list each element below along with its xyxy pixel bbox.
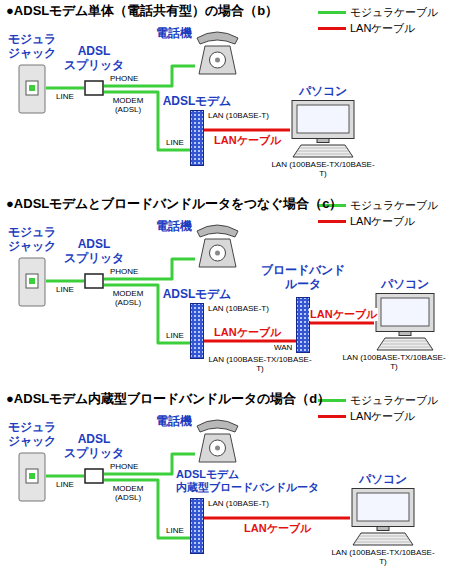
device-icon — [18, 257, 46, 307]
device: モジュラ ジャック — [18, 257, 46, 307]
legend-text: LANケーブル — [350, 22, 415, 35]
port-label: PHONE — [110, 462, 138, 471]
port-label: LAN (10BASE-T) — [208, 111, 269, 120]
device-icon — [374, 293, 436, 351]
legend-swatch — [318, 415, 346, 418]
port-label: LAN (100BASE-TX/10BASE-T) — [208, 355, 312, 373]
cable-label: LANケーブル — [309, 308, 378, 321]
device-icon — [296, 297, 310, 353]
device-name: パソコン — [286, 84, 360, 98]
device-name: モジュラ ジャック — [6, 420, 58, 448]
device: ADSLモデム — [190, 110, 204, 166]
port-label: WAN — [274, 343, 292, 352]
lan-cable — [204, 129, 290, 132]
port-label: MODEM (ADSL) — [110, 484, 146, 502]
port-label: LAN (10BASE-T) — [208, 304, 269, 313]
device: ADSL スプリッタ — [84, 273, 104, 289]
device-name: ブロードバンド ルータ — [254, 263, 352, 291]
device: モジュラ ジャック — [18, 452, 46, 502]
port-label: MODEM (ADSL) — [110, 96, 146, 114]
device: ADSL スプリッタ — [84, 80, 104, 96]
port-label: LINE — [56, 92, 74, 101]
port-label: PHONE — [110, 267, 138, 276]
port-label: LAN (10BASE-T) — [208, 499, 269, 508]
device-name: ADSLモデム 内蔵型ブロードバンドルータ — [176, 468, 326, 494]
device-icon — [190, 303, 204, 359]
device: パソコン — [350, 488, 416, 546]
legend-text: モジュラケーブル — [350, 6, 438, 19]
device-name: モジュラ ジャック — [6, 32, 58, 60]
lan-cable — [310, 322, 374, 325]
device: ADSLモデム 内蔵型ブロードバンドルータ — [190, 498, 204, 554]
legend-text: モジュラケーブル — [350, 199, 438, 212]
device-name: パソコン — [346, 472, 420, 486]
modular-cable — [46, 87, 84, 90]
device-icon — [84, 468, 104, 484]
port-label: LAN (100BASE-TX/10BASE-T) — [342, 353, 446, 371]
port-label: PHONE — [110, 74, 138, 83]
port-label: LAN (100BASE-TX/10BASE-T) — [271, 160, 375, 178]
lan-cable — [204, 340, 296, 343]
device-name: ADSL スプリッタ — [63, 237, 125, 265]
device-icon — [84, 80, 104, 96]
device-icon — [190, 498, 204, 554]
device-icon — [195, 24, 240, 76]
device-name: 電話機 — [155, 219, 193, 233]
port-label: MODEM (ADSL) — [110, 289, 146, 307]
device-icon — [350, 488, 416, 546]
device-name: ADSL スプリッタ — [63, 432, 125, 460]
modular-cable — [46, 280, 84, 283]
device: ADSL スプリッタ — [84, 468, 104, 484]
legend-text: モジュラケーブル — [350, 394, 438, 407]
port-label: LINE — [56, 480, 74, 489]
device-icon — [290, 100, 356, 158]
modular-cable — [46, 475, 84, 478]
device-icon — [190, 110, 204, 166]
device-icon — [18, 64, 46, 114]
port-label: LINE — [166, 331, 184, 340]
legend-swatch — [318, 27, 346, 30]
device: 電話機 — [195, 217, 240, 269]
lan-cable — [204, 517, 350, 520]
legend-text: LANケーブル — [350, 410, 415, 423]
device-name: 電話機 — [155, 414, 193, 428]
port-label: LINE — [56, 285, 74, 294]
device-icon — [195, 217, 240, 269]
device-name: パソコン — [368, 277, 442, 291]
port-label: LINE — [166, 526, 184, 535]
cable-label: LANケーブル — [213, 326, 282, 339]
device-icon — [18, 452, 46, 502]
cable-label: LANケーブル — [243, 522, 312, 535]
device: 電話機 — [195, 24, 240, 76]
device-name: ADSLモデム — [161, 94, 233, 108]
device-name: ADSL スプリッタ — [63, 44, 125, 72]
device: パソコン — [374, 293, 436, 351]
device-name: ADSLモデム — [161, 287, 233, 301]
legend-swatch — [318, 220, 346, 223]
legend-text: LANケーブル — [350, 215, 415, 228]
device-name: モジュラ ジャック — [6, 225, 58, 253]
device-name: 電話機 — [155, 26, 193, 40]
device-icon — [195, 412, 240, 464]
device: ADSLモデム — [190, 303, 204, 359]
device: モジュラ ジャック — [18, 64, 46, 114]
device: パソコン — [290, 100, 356, 158]
device: ブロードバンド ルータ — [296, 297, 310, 353]
device-icon — [84, 273, 104, 289]
port-label: LINE — [166, 138, 184, 147]
legend-swatch — [318, 11, 346, 14]
port-label: LAN (100BASE-TX/10BASE-T) — [331, 548, 435, 566]
device: 電話機 — [195, 412, 240, 464]
cable-label: LANケーブル — [213, 134, 282, 147]
